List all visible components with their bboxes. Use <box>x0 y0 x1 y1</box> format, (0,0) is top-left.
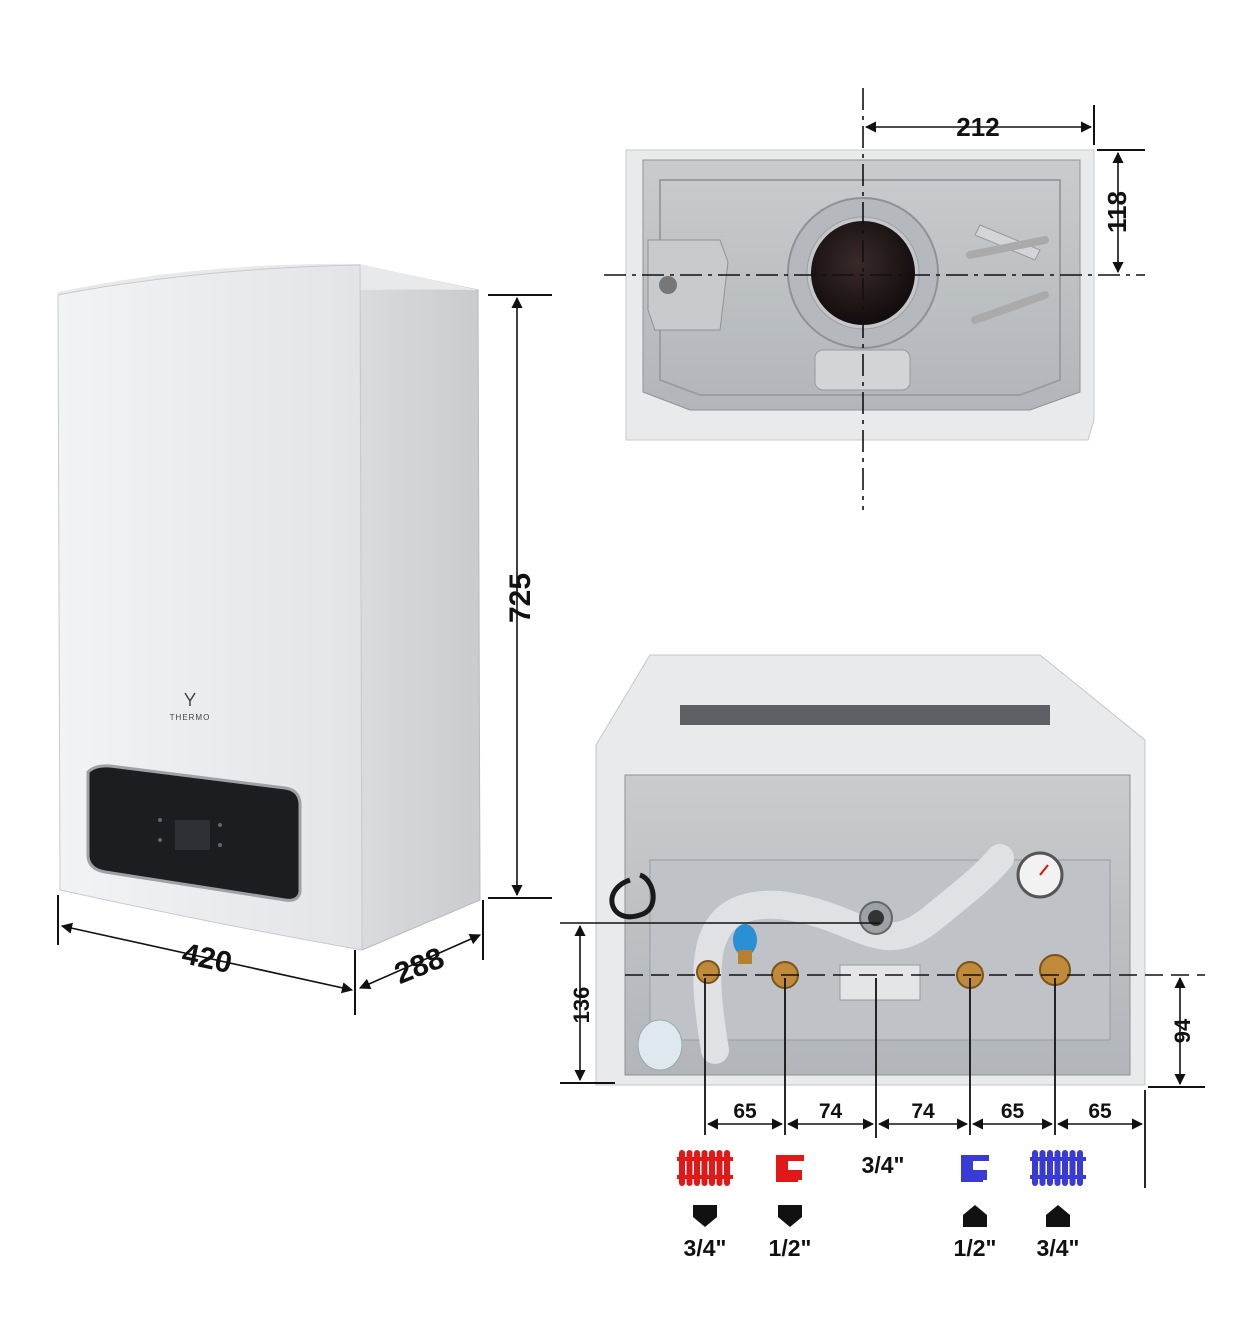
spacing-label: 65 <box>733 1100 757 1123</box>
flue-depth-label: 118 <box>1102 191 1132 233</box>
connection-4: 3/4" <box>1030 1150 1086 1261</box>
connection-size-label: 3/4" <box>1037 1235 1080 1261</box>
top-view <box>604 88 1145 510</box>
flue-offset-label: 212 <box>956 112 999 142</box>
flow-down-arrow-icon <box>693 1205 717 1227</box>
connection-1: 3/4" <box>677 1150 733 1261</box>
faucet-icon <box>776 1155 804 1182</box>
flow-up-arrow-icon <box>963 1205 987 1227</box>
spacing-label: 74 <box>819 1100 843 1123</box>
height-label: 725 <box>504 573 537 623</box>
radiator-icon <box>677 1150 733 1186</box>
connection-legend: 3/4" 1/2" 1/2" 3/4" <box>677 1150 1086 1261</box>
display-screen <box>175 820 210 850</box>
flow-up-arrow-icon <box>1046 1205 1070 1227</box>
gas-size-label: 3/4" <box>862 1152 905 1178</box>
bottom-view <box>560 654 1205 1086</box>
brand-logo: THERMO <box>170 692 211 722</box>
height-dimension: 725 <box>488 294 552 899</box>
connection-size-label: 1/2" <box>769 1235 812 1261</box>
spacing-label: 65 <box>1088 1100 1112 1123</box>
connection-size-label: 1/2" <box>954 1235 997 1261</box>
connection-3: 1/2" <box>954 1155 997 1261</box>
width-label: 420 <box>179 937 235 980</box>
right-offset-label: 94 <box>1170 1018 1195 1043</box>
right-offset-dimension: 94 <box>1148 976 1205 1088</box>
left-offset-dimension: 136 <box>560 924 615 1084</box>
flow-down-arrow-icon <box>778 1205 802 1227</box>
connection-size-label: 3/4" <box>684 1235 727 1261</box>
spacing-label: 74 <box>911 1100 935 1123</box>
connection-2: 1/2" <box>769 1155 812 1261</box>
connection-spacing-dimensions: 65 74 74 65 65 <box>704 978 1146 1188</box>
flue-depth-dimension: 118 <box>1097 149 1145 274</box>
depth-label: 288 <box>390 942 449 991</box>
faucet-icon <box>961 1155 989 1182</box>
brand-name: THERMO <box>170 713 211 722</box>
left-offset-label: 136 <box>569 987 594 1024</box>
radiator-icon <box>1030 1150 1086 1186</box>
spacing-label: 65 <box>1001 1100 1025 1123</box>
front-view: THERMO <box>57 263 481 951</box>
flue-outlet <box>811 221 915 325</box>
flue-offset-dimension: 212 <box>864 105 1095 145</box>
